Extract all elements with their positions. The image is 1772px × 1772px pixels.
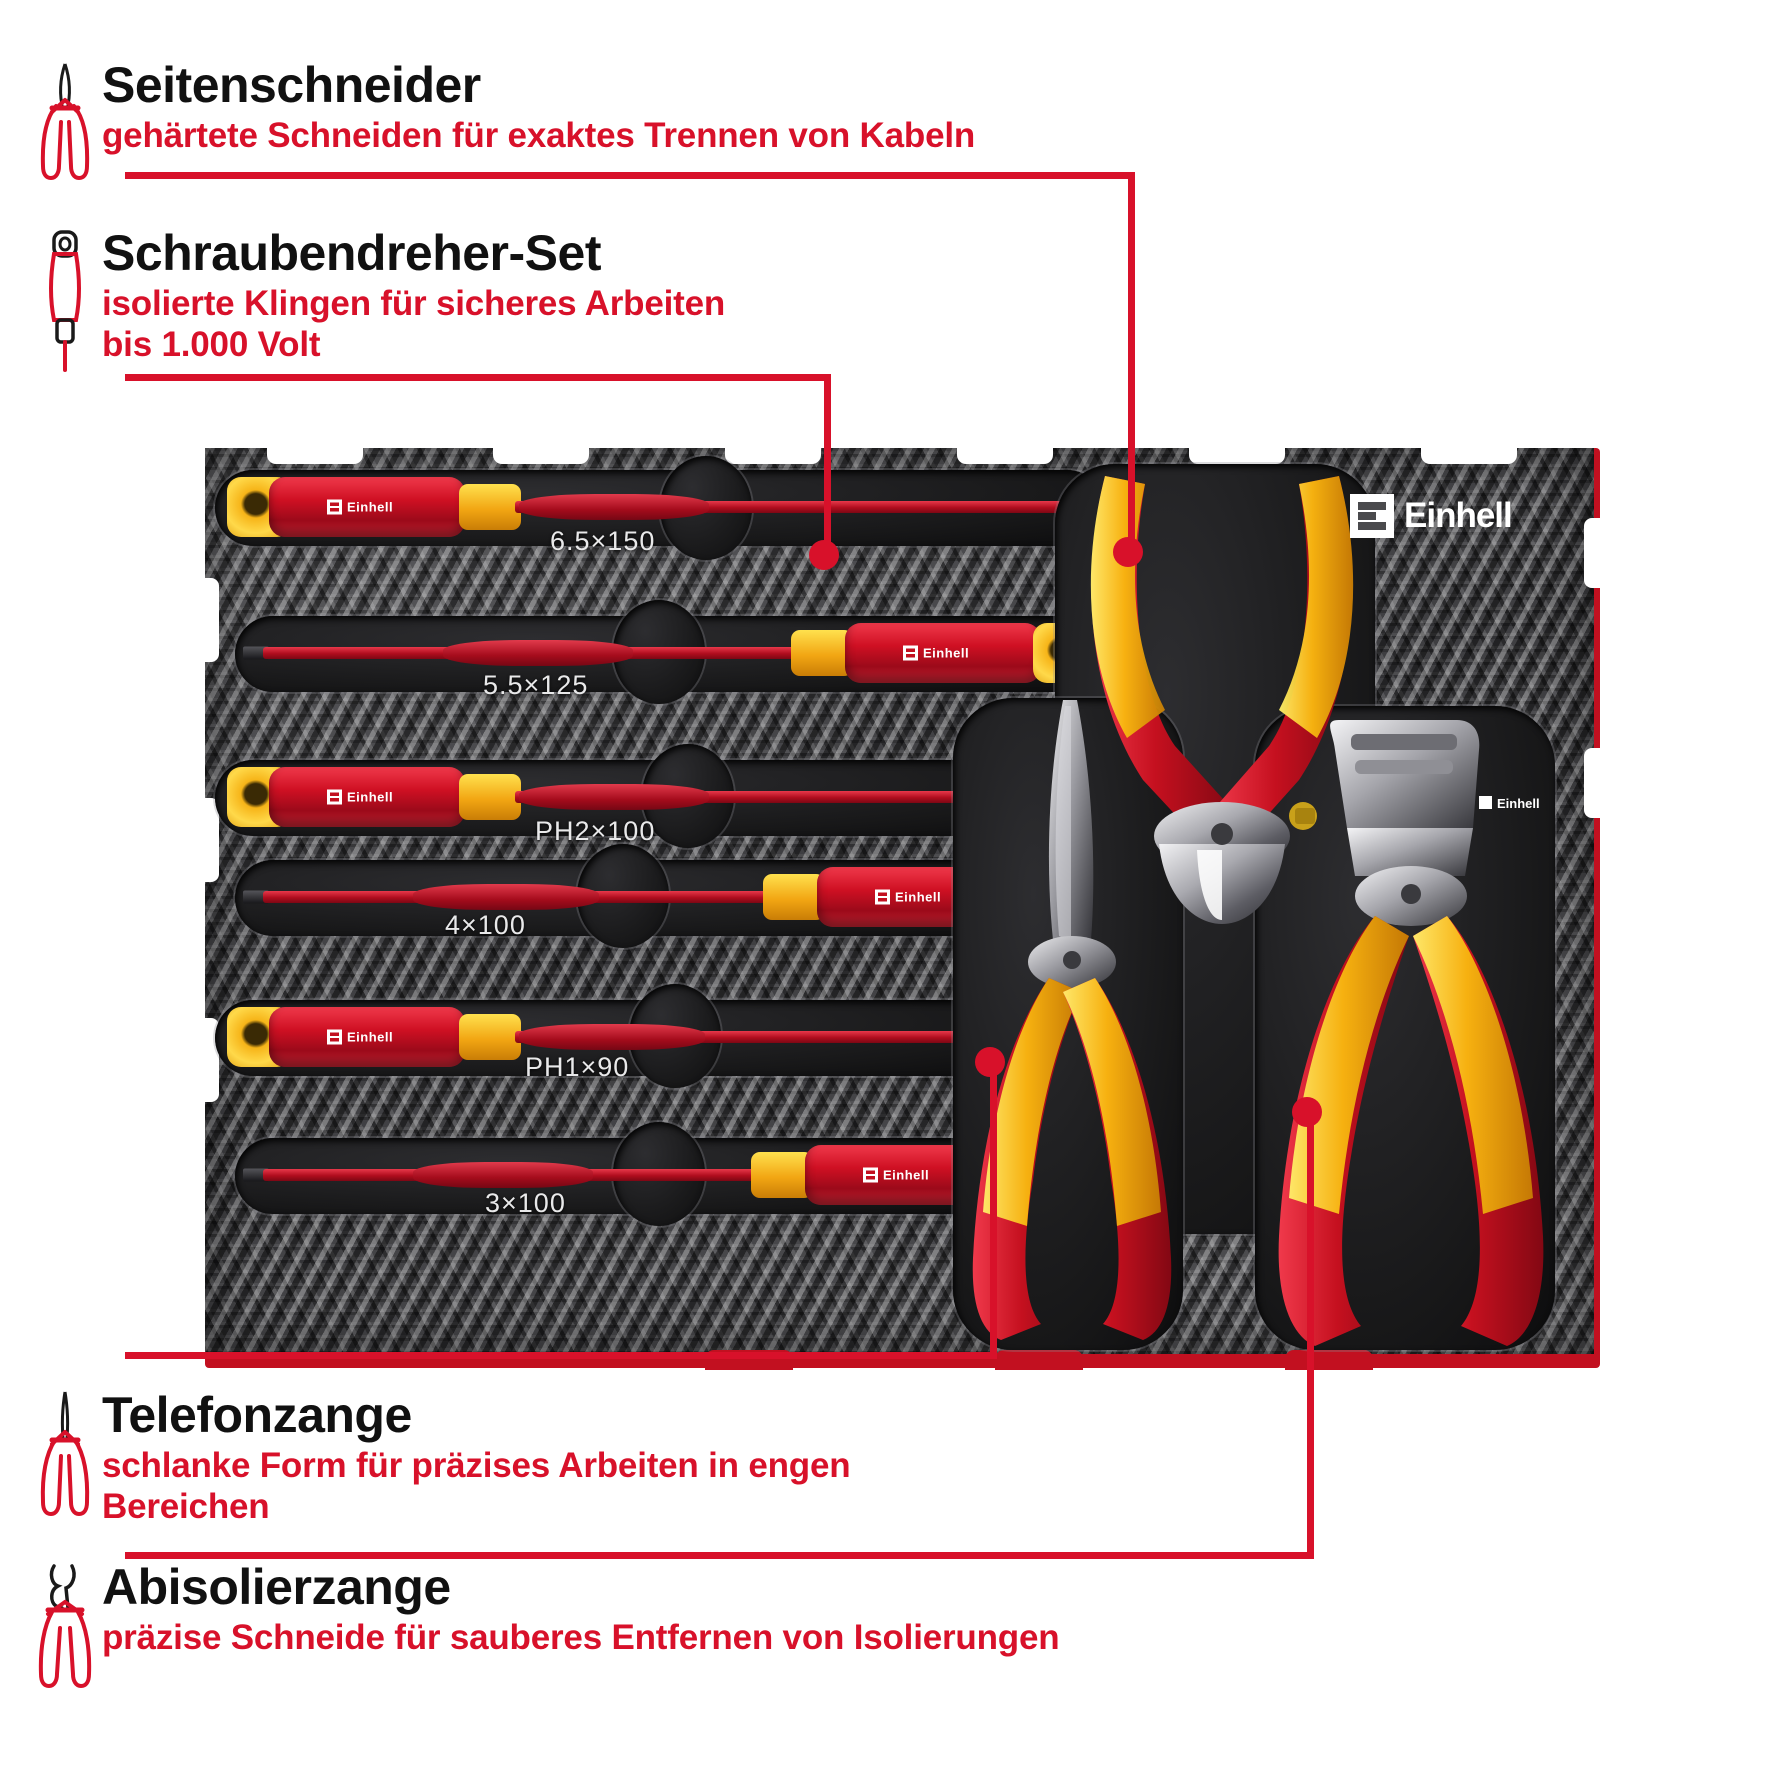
long-nose-pliers-tool: [972, 700, 1172, 1340]
connector-dot-abisolierzange: [1292, 1097, 1322, 1127]
connector-dot-screwdriver: [809, 540, 839, 570]
size-label-2: 5.5×125: [483, 670, 589, 700]
tray-notch: [725, 446, 821, 464]
tray-notch: [493, 446, 589, 464]
callout-telefonzange: Telefonzange schlanke Form für präzises …: [28, 1390, 1148, 1528]
einhell-wordmark: Einhell: [895, 889, 942, 905]
tray-notch: [957, 446, 1053, 464]
callout-abisolierzange: Abisolierzange präzise Schneide für saub…: [28, 1562, 1148, 1692]
connector-line-screwdriver-v: [824, 374, 831, 554]
connector-line-seitenschneider-h: [125, 172, 1135, 179]
einhell-wordmark: Einhell: [347, 1029, 394, 1045]
connector-dot-seitenschneider: [1113, 537, 1143, 567]
screwdriver-4x100: Einhell: [243, 866, 1069, 928]
einhell-mark-icon: [875, 889, 890, 905]
side-cutter-icon: [28, 60, 102, 185]
callout-seitenschneider: Seitenschneider gehärtete Schneiden für …: [28, 60, 1148, 185]
einhell-wordmark-tray: Einhell: [1404, 496, 1513, 535]
long-nose-pliers-icon: [28, 1390, 102, 1520]
svg-text:Einhell: Einhell: [1497, 796, 1540, 811]
tray-notch: [203, 578, 219, 662]
wire-stripper-tool: Einhell: [1278, 720, 1544, 1346]
tray-notch: [267, 446, 363, 464]
einhell-mark-icon: [863, 1167, 878, 1183]
einhell-wordmark: Einhell: [923, 645, 970, 661]
callout-title: Abisolierzange: [102, 1559, 451, 1615]
callout-subtitle-line1: schlanke Form für präzises Arbeiten in e…: [102, 1446, 851, 1485]
screwdriver-ph1x90: Einhell: [223, 1006, 1021, 1068]
einhell-wordmark: Einhell: [347, 789, 394, 805]
callout-subtitle-line2: Bereichen: [102, 1487, 270, 1527]
connector-line-seitenschneider-v: [1128, 172, 1135, 552]
callout-title: Telefonzange: [102, 1387, 412, 1443]
callout-subtitle-line1: isolierte Klingen für sicheres Arbeiten: [102, 284, 726, 323]
connector-line-telefonzange-v: [990, 1062, 997, 1358]
size-label-5: PH1×90: [525, 1052, 630, 1082]
screwdriver-5-5x125: Einhell: [243, 622, 1097, 684]
tray-notch: [1189, 446, 1285, 464]
tray-notch: [203, 798, 219, 882]
callout-title: Seitenschneider: [102, 57, 481, 113]
einhell-mark-icon: [327, 789, 342, 805]
size-label-6: 3×100: [485, 1188, 566, 1218]
tray-einhell-logo: Einhell: [1350, 494, 1513, 538]
einhell-mark-icon: [1350, 494, 1394, 538]
tray-notch: [1584, 748, 1602, 818]
size-label-1: 6.5×150: [550, 526, 656, 556]
einhell-wordmark: Einhell: [883, 1167, 930, 1183]
screwdriver-6-5x150: Einhell: [223, 476, 1103, 538]
tray-notch: [1421, 446, 1517, 464]
callout-subtitle-line2: bis 1.000 Volt: [102, 325, 321, 365]
callout-subtitle: gehärtete Schneiden für exaktes Trennen …: [102, 116, 976, 155]
einhell-mark-icon: [327, 1029, 342, 1045]
callout-title: Schraubendreher-Set: [102, 225, 601, 281]
wire-stripper-icon: [28, 1562, 102, 1692]
connector-dot-telefonzange: [975, 1047, 1005, 1077]
size-label-4: 4×100: [445, 910, 526, 940]
screwdriver-icon: [28, 228, 102, 373]
einhell-wordmark: Einhell: [347, 499, 394, 515]
tray-notch: [995, 1350, 1083, 1370]
callout-subtitle: präzise Schneide für sauberes Entfernen …: [102, 1618, 1060, 1657]
einhell-mark-icon: [903, 645, 918, 661]
screwdriver-3x100: Einhell: [243, 1144, 1055, 1206]
foam-tool-tray: Einhell 6.5×150 Einhell 5.5×125: [203, 446, 1602, 1370]
callout-schraubendreher-set: Schraubendreher-Set isolierte Klingen fü…: [28, 228, 1148, 373]
connector-line-abisolierzange-h: [125, 1552, 1314, 1559]
screwdriver-ph2x100: Einhell: [223, 766, 1075, 828]
connector-line-abisolierzange-v: [1307, 1112, 1314, 1558]
tray-notch: [1584, 518, 1602, 588]
einhell-mark-icon: [327, 499, 342, 515]
size-label-3: PH2×100: [535, 816, 656, 846]
connector-line-telefonzange-h: [125, 1352, 997, 1359]
connector-line-screwdriver-h: [125, 374, 831, 381]
